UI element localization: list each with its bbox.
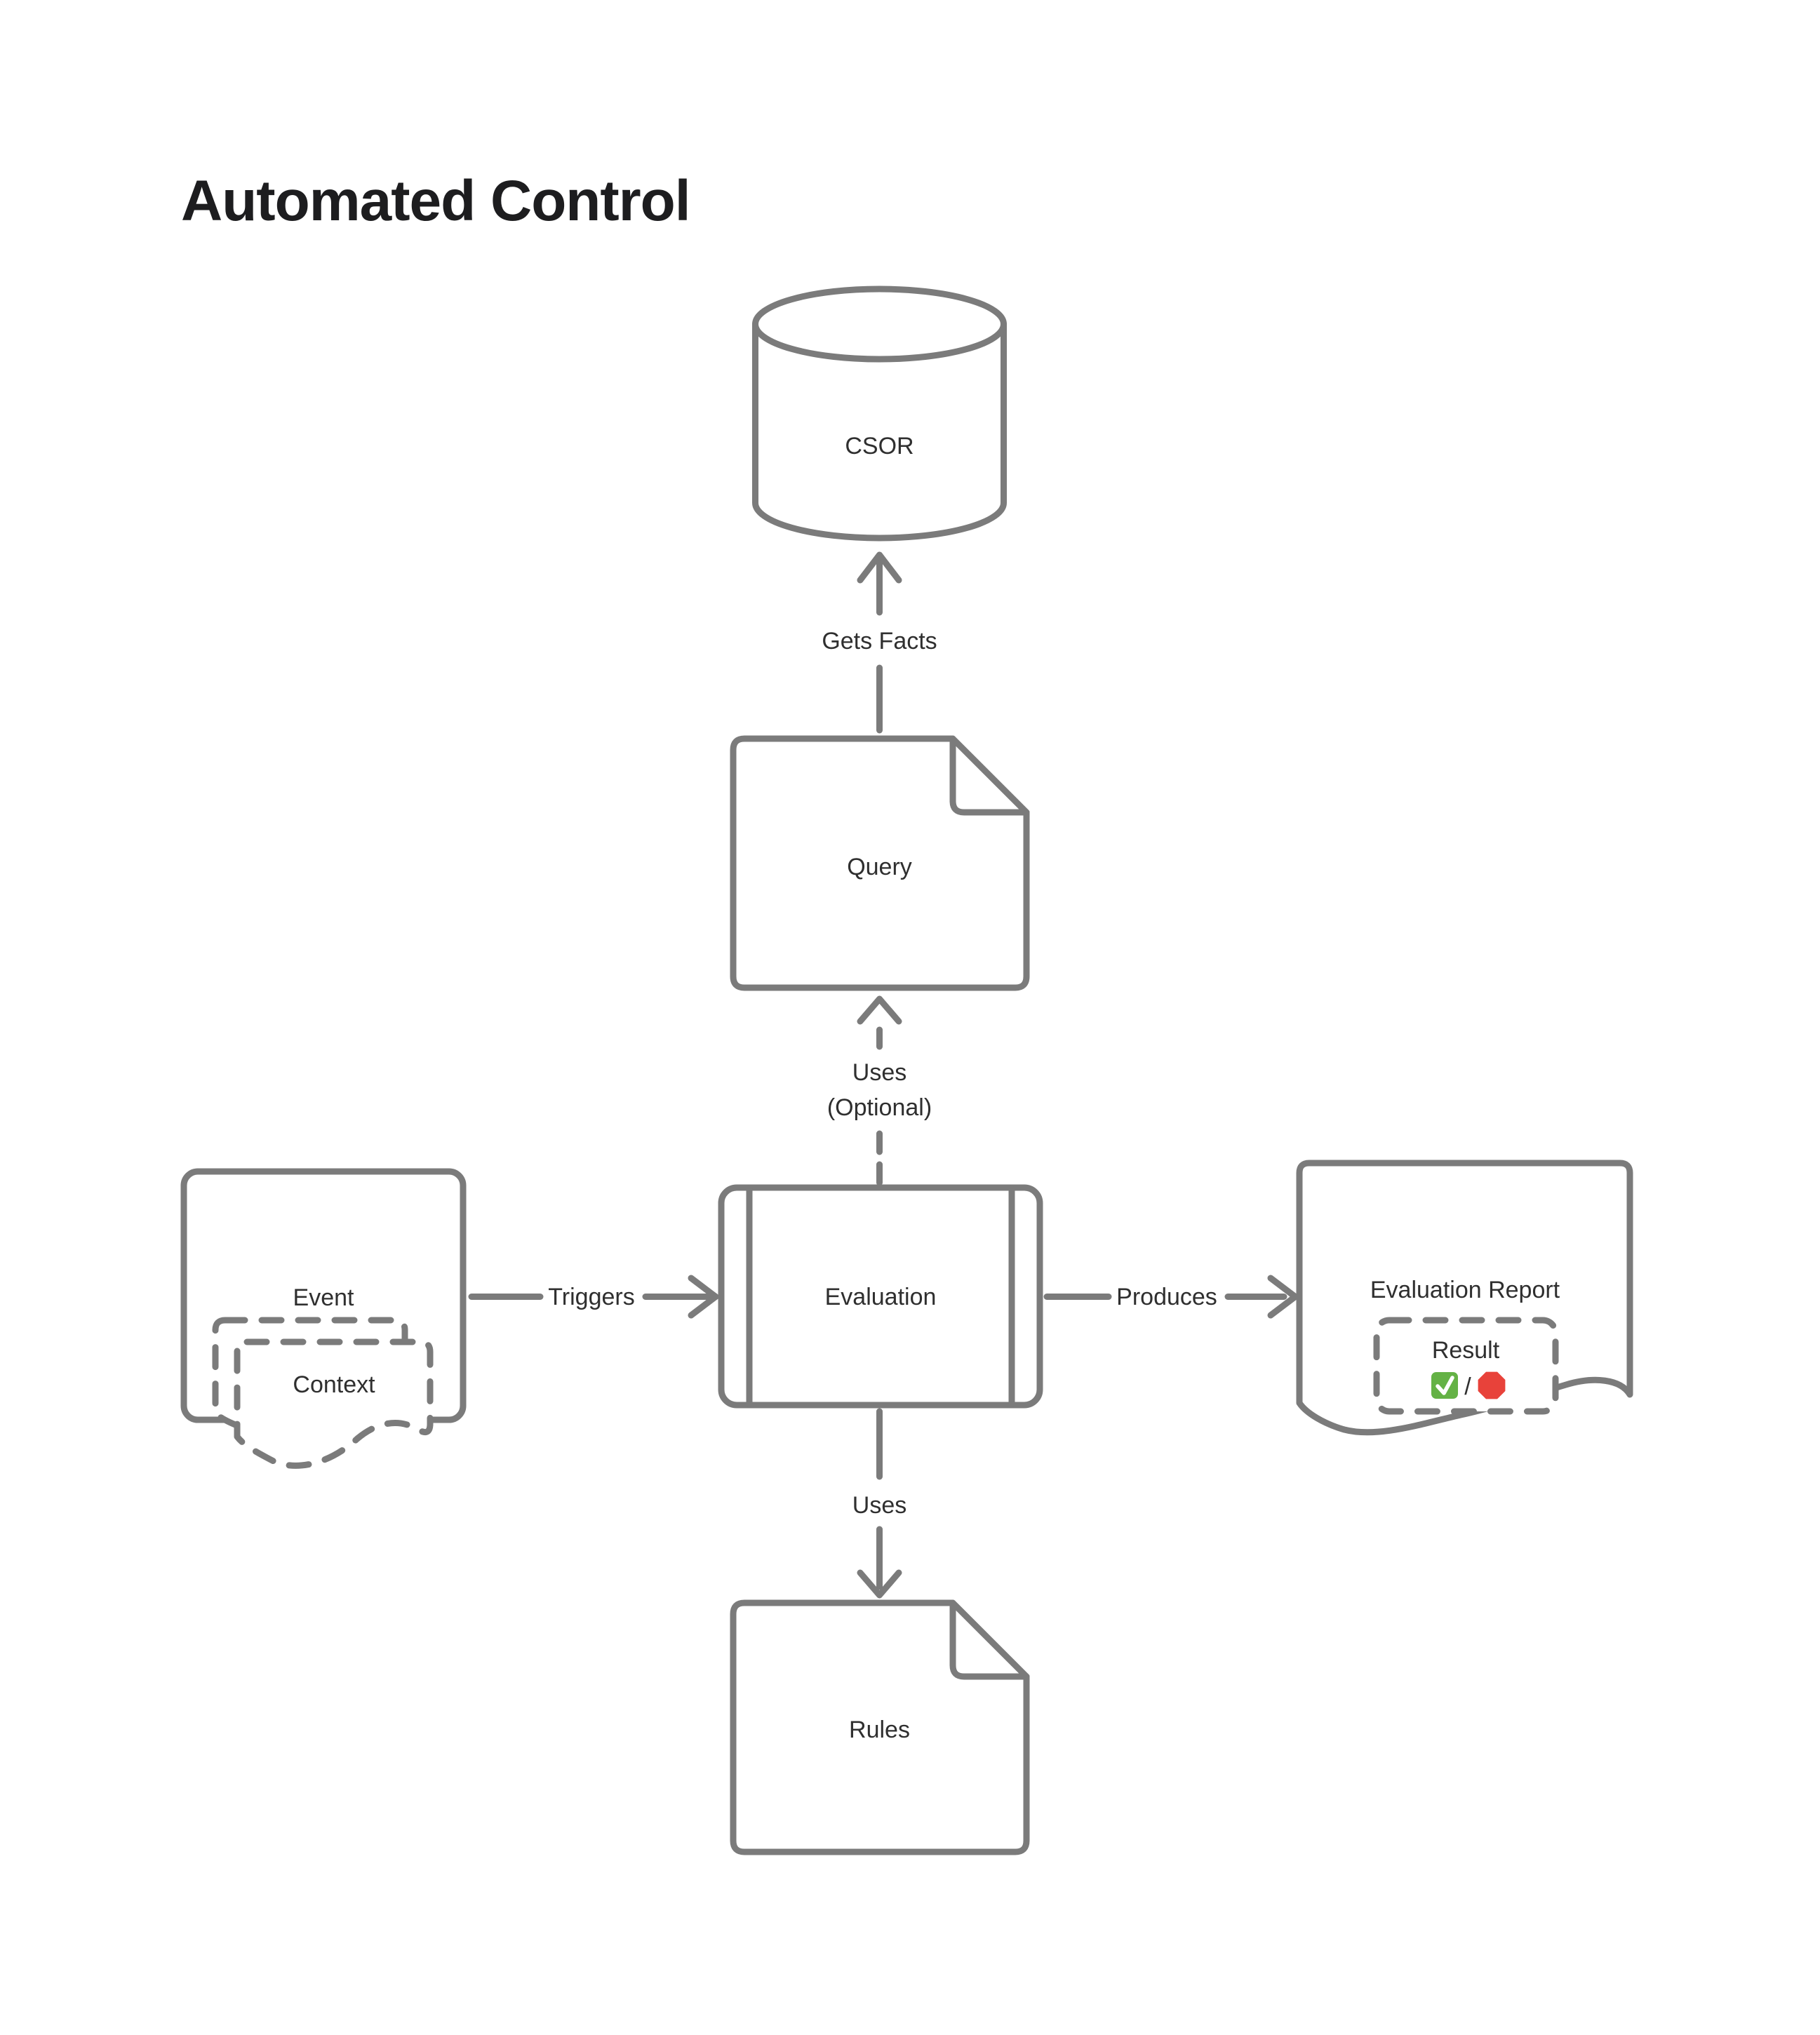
rules-label: Rules [849, 1717, 910, 1743]
edge-uses-optional: Uses (Optional) [827, 995, 932, 1189]
edge-uses-optional-label2: (Optional) [827, 1094, 932, 1121]
context-label: Context [293, 1371, 375, 1398]
csor-cylinder-top [752, 286, 1007, 363]
stop-icon [1478, 1371, 1506, 1399]
rules-folded-corner [949, 1599, 1030, 1680]
context-node: Context [212, 1317, 434, 1469]
result-label: Result [1432, 1337, 1500, 1364]
edge-gets-facts-label: Gets Facts [822, 628, 937, 654]
arrowhead-down-icon [857, 1569, 902, 1599]
arrowhead-right-icon [688, 1275, 719, 1319]
context-document-front [234, 1338, 434, 1469]
evaluation-process-node: Evaluation [718, 1184, 1043, 1409]
evaluation-label: Evaluation [825, 1284, 937, 1310]
rules-document-node: Rules [730, 1599, 1030, 1855]
result-box [1373, 1317, 1559, 1415]
csor-cylinder-body [752, 321, 1007, 542]
csor-node: CSOR [752, 286, 1007, 542]
evaluation-report-label: Evaluation Report [1370, 1277, 1560, 1303]
arrowhead-up-icon [857, 995, 902, 1025]
query-label: Query [847, 854, 912, 880]
edge-produces-label: Produces [1116, 1284, 1217, 1310]
arrowhead-up-icon [857, 551, 902, 584]
check-icon-mark [1436, 1376, 1454, 1395]
edge-uses-label: Uses [852, 1492, 906, 1519]
evaluation-box [718, 1184, 1043, 1409]
evaluation-report-node: Evaluation Report Result / [1296, 1160, 1633, 1436]
page-title: Automated Control [181, 169, 690, 233]
edge-uses: Uses [852, 1408, 906, 1599]
event-label: Event [293, 1284, 354, 1311]
edge-gets-facts: Gets Facts [822, 551, 937, 734]
result-node: Result / [1373, 1317, 1559, 1415]
query-folded-corner [949, 735, 1030, 816]
result-separator: / [1464, 1374, 1471, 1400]
edge-produces: Produces [1043, 1275, 1299, 1319]
csor-label: CSOR [845, 433, 914, 459]
edge-triggers-label: Triggers [548, 1284, 634, 1310]
arrowhead-right-icon [1267, 1275, 1299, 1319]
edge-uses-optional-label: Uses [852, 1059, 906, 1086]
query-document-node: Query [730, 735, 1030, 991]
edge-triggers: Triggers [468, 1275, 719, 1319]
